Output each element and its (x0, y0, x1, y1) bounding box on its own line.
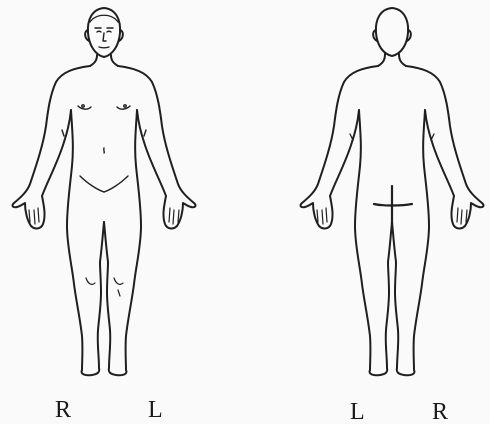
front-figure-left-side-label: L (148, 398, 163, 422)
back-figure-right-side-label: R (432, 400, 448, 424)
back-figure-left-side-label: L (350, 400, 365, 424)
front-figure-right-side-label: R (55, 398, 71, 422)
